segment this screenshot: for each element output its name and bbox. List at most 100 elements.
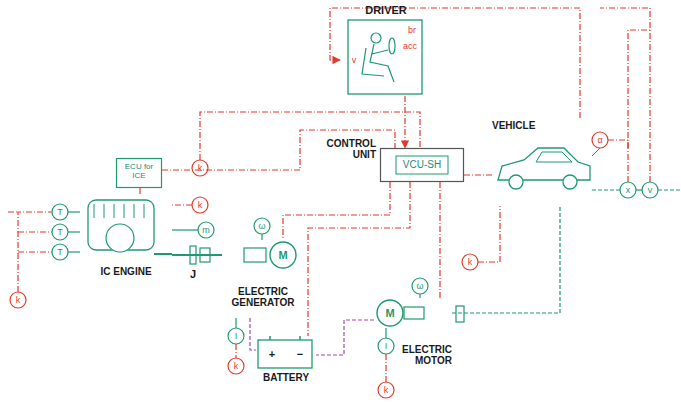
- sensor-letter: T: [57, 248, 63, 257]
- control-unit: CONTROL UNITVCU-SH: [380, 148, 464, 182]
- sensor-letter: α: [597, 136, 602, 145]
- signal-line: [600, 8, 650, 182]
- connector: [250, 318, 256, 350]
- drawing-stroke: [258, 340, 312, 368]
- sensor-lead: [68, 211, 80, 212]
- sensor-lead: [592, 189, 620, 190]
- signal-line: [172, 204, 192, 205]
- sensor-letter: ω: [416, 282, 423, 291]
- sensor-circle: [52, 244, 68, 260]
- sensor-letter: k: [198, 164, 203, 173]
- cylinder-fin: [144, 204, 145, 218]
- sensor-lead: [385, 328, 386, 338]
- signal-line: [478, 206, 500, 262]
- signal-line: [608, 140, 628, 150]
- leader-line: [592, 148, 600, 156]
- connector: [330, 8, 580, 118]
- sensor-circle: [52, 224, 68, 240]
- sensor-circle: [378, 338, 394, 354]
- sensor-circle: [592, 132, 608, 148]
- drawing-stroke: [106, 224, 134, 252]
- signal-line: [385, 354, 386, 382]
- sensor-circle: [228, 358, 244, 374]
- sensor-letter: k: [468, 258, 473, 267]
- signal-line: [18, 231, 52, 232]
- symbol-letter: M: [377, 307, 403, 319]
- sensor-letter: I: [235, 332, 238, 341]
- drawing-stroke: [348, 20, 422, 94]
- sensor-circle: [620, 182, 636, 198]
- symbol-letter: M: [270, 249, 296, 261]
- signal-line: [18, 251, 52, 252]
- sensor-letter: k: [384, 386, 389, 395]
- sensor-lead: [172, 229, 198, 230]
- sensor-letter: ω: [258, 222, 265, 231]
- sensor-letter: v: [648, 186, 653, 195]
- sensor-letter: k: [234, 362, 239, 371]
- sensor-circle: [10, 292, 26, 308]
- drawing-stroke: [377, 300, 403, 326]
- sensor-circle: [52, 204, 68, 220]
- cylinder-fin: [104, 204, 105, 218]
- node-outline: [340, 4, 432, 96]
- signal-line: [235, 344, 236, 358]
- engine-block: IC ENGINE: [80, 194, 172, 286]
- signal-line: [18, 212, 52, 292]
- connector: [283, 182, 390, 240]
- drawing-stroke: [536, 152, 572, 162]
- connector: [162, 130, 395, 170]
- drawing-stroke: [509, 175, 523, 189]
- port-label: v: [352, 56, 357, 65]
- sensor-lead: [68, 251, 80, 252]
- sensor-circle: [642, 182, 658, 198]
- drawing-stroke: [381, 149, 464, 182]
- sensor-lead: [419, 294, 420, 298]
- sensor-letter: T: [57, 228, 63, 237]
- node-label: CONTROL UNIT: [314, 138, 376, 160]
- node-outline: [492, 118, 592, 206]
- connector: [316, 320, 374, 355]
- signal-line: [628, 30, 650, 182]
- node-label: DRIVER: [340, 4, 432, 16]
- connector: [452, 206, 560, 313]
- node-label: BATTERY: [256, 372, 316, 383]
- sensor-lead: [658, 189, 681, 190]
- node-label: VCU-SH: [380, 159, 464, 170]
- motor-block: M ELECTRIC MOTOR: [374, 298, 452, 378]
- sensor-circle: [412, 278, 428, 294]
- sensor-circle: [254, 218, 270, 234]
- sensor-circle: [378, 382, 394, 398]
- drawing-stroke: [270, 242, 296, 268]
- connector: [308, 182, 410, 336]
- connector: [172, 254, 222, 256]
- drawing-stroke: [117, 159, 162, 188]
- battery-block: BATTERY: [256, 336, 316, 388]
- port-label: +: [269, 349, 275, 360]
- drawing-stroke: [154, 253, 172, 255]
- node-label: IC ENGINE: [80, 266, 172, 277]
- sensor-circle: [198, 222, 214, 238]
- sensor-lead: [261, 234, 262, 240]
- ecu-box: ECU for ICE: [116, 158, 162, 188]
- drawing-stroke: [371, 33, 381, 43]
- node-label: ELECTRIC GENERATOR: [222, 286, 304, 308]
- sensor-circle: [462, 254, 478, 270]
- sensor-lead: [636, 189, 642, 190]
- drawing-stroke: [404, 307, 424, 319]
- cylinder-fin: [134, 204, 135, 218]
- port-label: J: [190, 269, 196, 280]
- node-label: ELECTRIC MOTOR: [396, 344, 452, 366]
- sensor-letter: x: [626, 186, 631, 195]
- sensor-letter: T: [57, 208, 63, 217]
- connector: [464, 174, 492, 175]
- port-label: −: [297, 349, 303, 360]
- cylinder-fin: [124, 204, 125, 218]
- cylinder-fin: [114, 204, 115, 218]
- sensor-letter: m: [202, 226, 210, 235]
- drawing-stroke: [498, 148, 590, 180]
- sensor-lead: [235, 318, 236, 328]
- sensor-letter: I: [385, 342, 388, 351]
- sensor-letter: k: [16, 296, 21, 305]
- driver-block: DRIVER: [340, 4, 432, 96]
- connector: [439, 182, 440, 298]
